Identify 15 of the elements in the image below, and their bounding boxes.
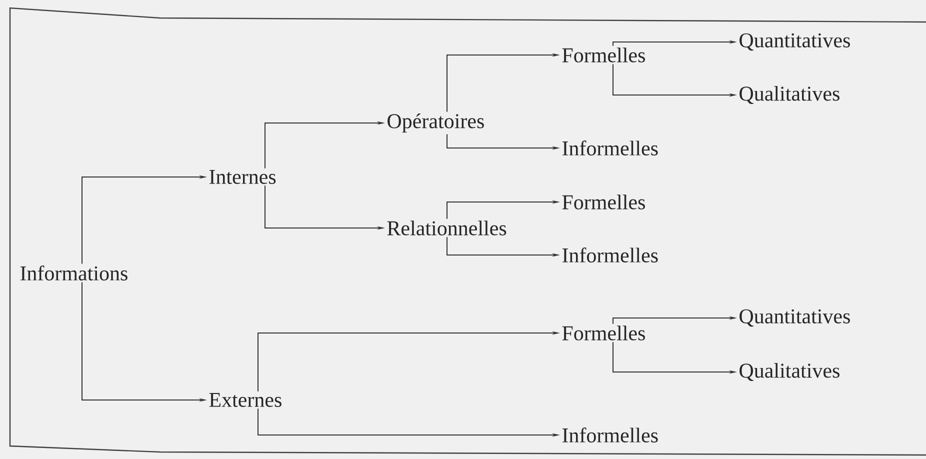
label-text: Quantitatives <box>740 33 850 51</box>
label-text: Quantitatives <box>740 309 850 327</box>
label-text: Qualitatives <box>740 86 840 104</box>
label-text: Informations <box>20 266 128 280</box>
label-text: Internes <box>209 170 276 184</box>
label-text: Externes <box>209 393 282 407</box>
label-text: Qualitatives <box>740 363 840 381</box>
label-text: Relationnelles <box>387 220 506 236</box>
label-text: Formelles <box>562 326 645 340</box>
label-text: Formelles <box>562 194 645 210</box>
label-text: Informelles <box>562 140 658 156</box>
label-text: Formelles <box>562 48 645 62</box>
label-text: Opératoires <box>388 113 484 133</box>
label-text: Informelles <box>562 428 658 442</box>
label-text: Informelles <box>562 248 658 262</box>
